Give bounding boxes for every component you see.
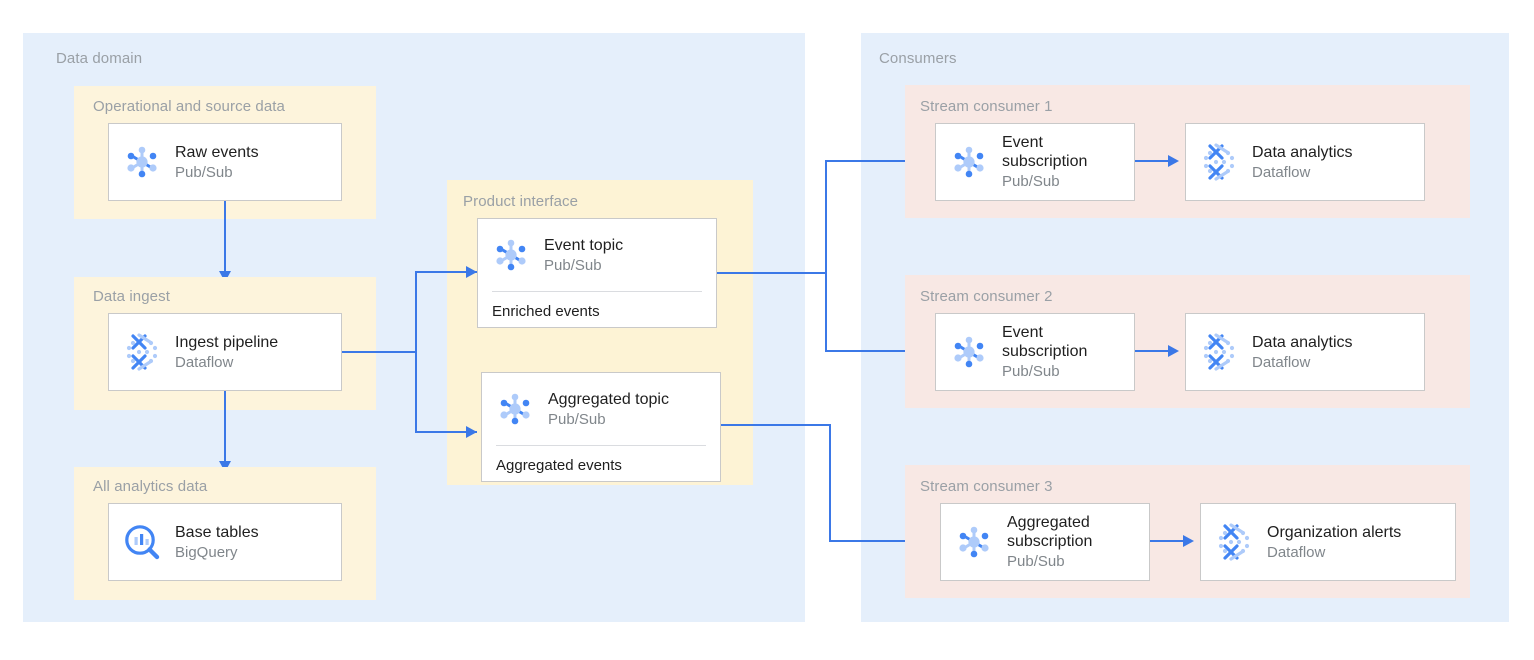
card-raw-events[interactable]: Raw events Pub/Sub	[108, 123, 342, 201]
connector-aggregated-to-consumer3	[829, 540, 939, 542]
connector-ingest-bus-v	[415, 271, 417, 433]
zone-label-operational-source-data: Operational and source data	[93, 98, 285, 115]
connector-event-fanout-v2	[825, 272, 827, 352]
connector-aggregated-topic-out	[721, 424, 831, 426]
dataflow-icon	[1198, 141, 1240, 183]
arrowhead-right	[1168, 155, 1179, 167]
card-title: Aggregated subscription	[1007, 514, 1093, 550]
card-ingest-pipeline[interactable]: Ingest pipeline Dataflow	[108, 313, 342, 391]
card-text: Data analytics Dataflow	[1252, 143, 1353, 182]
connector-ingest-to-event-topic	[415, 271, 477, 273]
card-text: Ingest pipeline Dataflow	[175, 333, 278, 372]
arrowhead-right	[1168, 345, 1179, 357]
connector-event-to-consumer2	[825, 350, 933, 352]
arrowhead-right	[1183, 535, 1194, 547]
zone-label-all-analytics-data: All analytics data	[93, 478, 208, 495]
card-subtitle: Dataflow	[1267, 543, 1326, 561]
card-aggregated-subscription-3[interactable]: Aggregated subscription Pub/Sub	[940, 503, 1150, 581]
dataflow-icon	[121, 331, 163, 373]
pubsub-icon	[494, 388, 536, 430]
connector-aggregated-drop-v	[829, 424, 831, 542]
pubsub-icon	[948, 141, 990, 183]
card-subtitle: Pub/Sub	[548, 410, 606, 428]
zone-label-consumers: Consumers	[879, 50, 957, 67]
dataflow-icon	[1213, 521, 1255, 563]
card-subtitle: Pub/Sub	[1002, 363, 1060, 380]
pubsub-icon	[953, 521, 995, 563]
card-footer: Aggregated events	[496, 457, 622, 474]
card-subtitle: Pub/Sub	[1007, 553, 1065, 570]
arrowhead-down	[219, 461, 231, 472]
card-title: Event topic	[544, 236, 624, 254]
card-subtitle: BigQuery	[175, 543, 238, 561]
arrowhead-down	[219, 271, 231, 282]
card-title: Aggregated topic	[548, 390, 669, 408]
zone-label-stream-consumer-1: Stream consumer 1	[920, 98, 1053, 115]
connector-sub1-to-analytics1	[1135, 160, 1171, 162]
card-subtitle: Dataflow	[1252, 163, 1311, 181]
card-event-topic[interactable]: Event topic Pub/Sub Enriched events	[477, 218, 717, 328]
card-organization-alerts[interactable]: Organization alerts Dataflow	[1200, 503, 1456, 581]
card-title: Raw events	[175, 143, 259, 161]
card-footer: Enriched events	[492, 303, 600, 320]
card-text: Event subscription Pub/Sub	[1002, 133, 1087, 191]
zone-label-data-ingest: Data ingest	[93, 288, 170, 305]
card-title: Ingest pipeline	[175, 333, 279, 351]
connector-event-to-consumer1	[825, 160, 933, 162]
card-divider	[496, 445, 706, 446]
connector-sub3-to-alerts	[1150, 540, 1186, 542]
card-title: Data analytics	[1252, 333, 1353, 351]
card-text: Event topic Pub/Sub	[544, 236, 623, 275]
pubsub-icon	[948, 331, 990, 373]
card-title: Event subscription	[1002, 324, 1088, 360]
card-aggregated-topic[interactable]: Aggregated topic Pub/Sub Aggregated even…	[481, 372, 721, 482]
card-title: Data analytics	[1252, 143, 1353, 161]
zone-label-stream-consumer-3: Stream consumer 3	[920, 478, 1053, 495]
card-subtitle: Dataflow	[1252, 353, 1311, 371]
zone-label-data-domain: Data domain	[56, 50, 143, 67]
card-subtitle: Pub/Sub	[544, 256, 602, 274]
card-subtitle: Pub/Sub	[1002, 173, 1060, 190]
card-text: Organization alerts Dataflow	[1267, 523, 1401, 562]
card-row: Event topic Pub/Sub	[478, 219, 716, 291]
card-text: Raw events Pub/Sub	[175, 143, 259, 182]
card-text: Event subscription Pub/Sub	[1002, 323, 1087, 381]
connector-event-topic-out	[717, 272, 827, 274]
card-text: Aggregated topic Pub/Sub	[548, 390, 669, 429]
card-base-tables[interactable]: Base tables BigQuery	[108, 503, 342, 581]
connector-raw-to-ingest	[224, 201, 226, 273]
arrowhead-right	[466, 426, 477, 438]
card-text: Base tables BigQuery	[175, 523, 259, 562]
bigquery-icon	[121, 521, 163, 563]
connector-ingest-to-aggregated-topic	[415, 431, 477, 433]
card-row: Aggregated topic Pub/Sub	[482, 373, 720, 445]
card-title: Event subscription	[1002, 134, 1088, 170]
card-title: Base tables	[175, 523, 259, 541]
card-event-subscription-2[interactable]: Event subscription Pub/Sub	[935, 313, 1135, 391]
zone-label-stream-consumer-2: Stream consumer 2	[920, 288, 1053, 305]
card-title: Organization alerts	[1267, 523, 1402, 541]
connector-sub2-to-analytics2	[1135, 350, 1171, 352]
card-text: Data analytics Dataflow	[1252, 333, 1353, 372]
dataflow-icon	[1198, 331, 1240, 373]
connector-ingest-bus-h	[342, 351, 417, 353]
connector-event-fanout-v	[825, 160, 827, 274]
card-text: Aggregated subscription Pub/Sub	[1007, 513, 1092, 571]
card-subtitle: Dataflow	[175, 353, 234, 371]
pubsub-icon	[490, 234, 532, 276]
card-subtitle: Pub/Sub	[175, 163, 233, 181]
pubsub-icon	[121, 141, 163, 183]
connector-ingest-to-base-tables	[224, 391, 226, 463]
card-divider	[492, 291, 702, 292]
card-data-analytics-1[interactable]: Data analytics Dataflow	[1185, 123, 1425, 201]
arrowhead-right	[466, 266, 477, 278]
card-event-subscription-1[interactable]: Event subscription Pub/Sub	[935, 123, 1135, 201]
card-data-analytics-2[interactable]: Data analytics Dataflow	[1185, 313, 1425, 391]
zone-label-product-interface: Product interface	[463, 193, 579, 210]
